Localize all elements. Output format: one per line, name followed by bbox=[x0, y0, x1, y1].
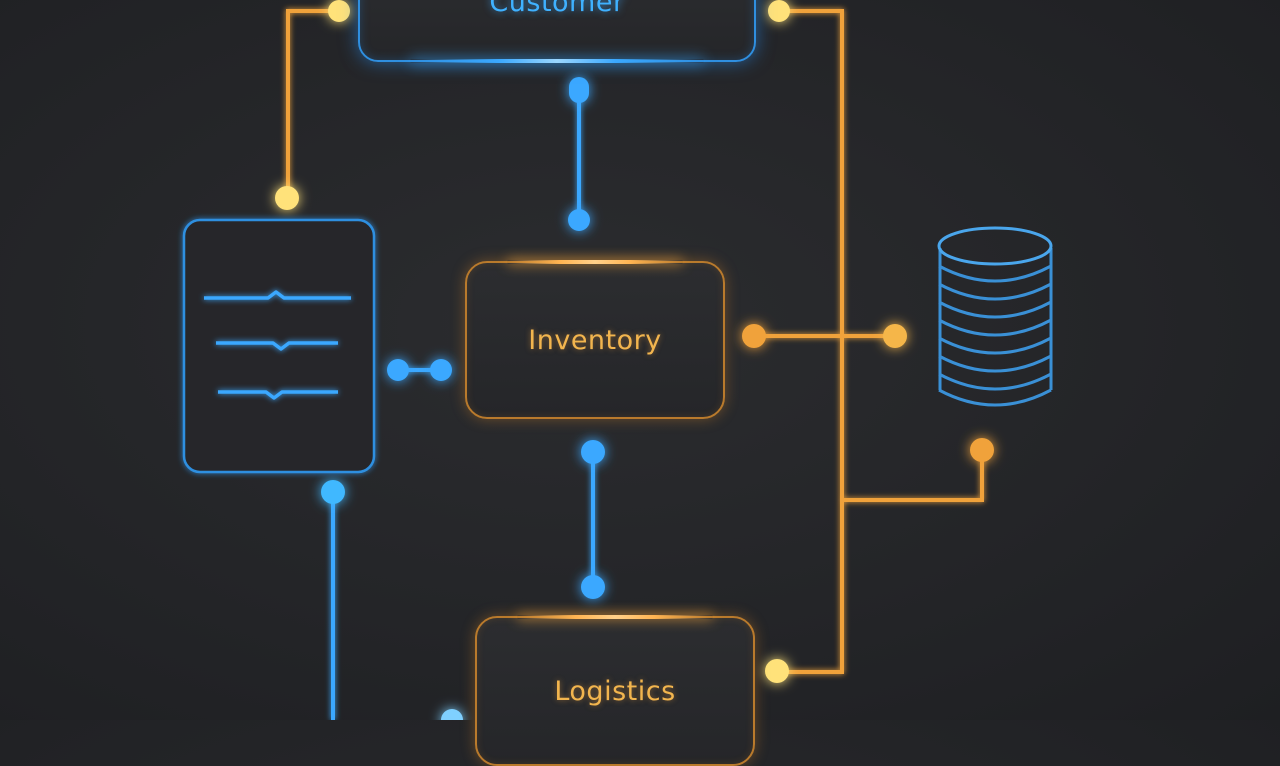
inventory-node[interactable]: Inventory bbox=[465, 260, 725, 419]
connector-dot bbox=[328, 0, 350, 22]
connector-dot bbox=[387, 359, 409, 381]
wire-database-to-trunk bbox=[842, 450, 984, 502]
wire-customer-to-document bbox=[286, 9, 340, 198]
connector-dot bbox=[275, 186, 299, 210]
glow-edge bbox=[507, 260, 683, 264]
customer-node[interactable]: Customer bbox=[358, 0, 756, 63]
connector-dot bbox=[768, 0, 790, 22]
connector-pill bbox=[569, 77, 589, 103]
connector-dot bbox=[581, 440, 605, 464]
database-icon bbox=[937, 226, 1053, 407]
connector-dot bbox=[970, 438, 994, 462]
logistics-node[interactable]: Logistics bbox=[475, 615, 755, 766]
connector-dot bbox=[568, 209, 590, 231]
glow-edge bbox=[517, 615, 713, 619]
document-icon bbox=[182, 218, 376, 474]
inventory-node-label: Inventory bbox=[528, 324, 662, 356]
connector-dot bbox=[581, 575, 605, 599]
connector-dot bbox=[883, 324, 907, 348]
glow-edge bbox=[410, 59, 704, 63]
connector-dot bbox=[430, 359, 452, 381]
connector-dot bbox=[765, 659, 789, 683]
connector-dot bbox=[742, 324, 766, 348]
connector-dot bbox=[321, 480, 345, 504]
wire-customer-to-trunk bbox=[778, 9, 844, 674]
logistics-node-label: Logistics bbox=[554, 676, 676, 707]
connection-diagram bbox=[182, 0, 1053, 720]
customer-node-label: Customer bbox=[489, 0, 625, 18]
connector-dot bbox=[441, 709, 463, 720]
